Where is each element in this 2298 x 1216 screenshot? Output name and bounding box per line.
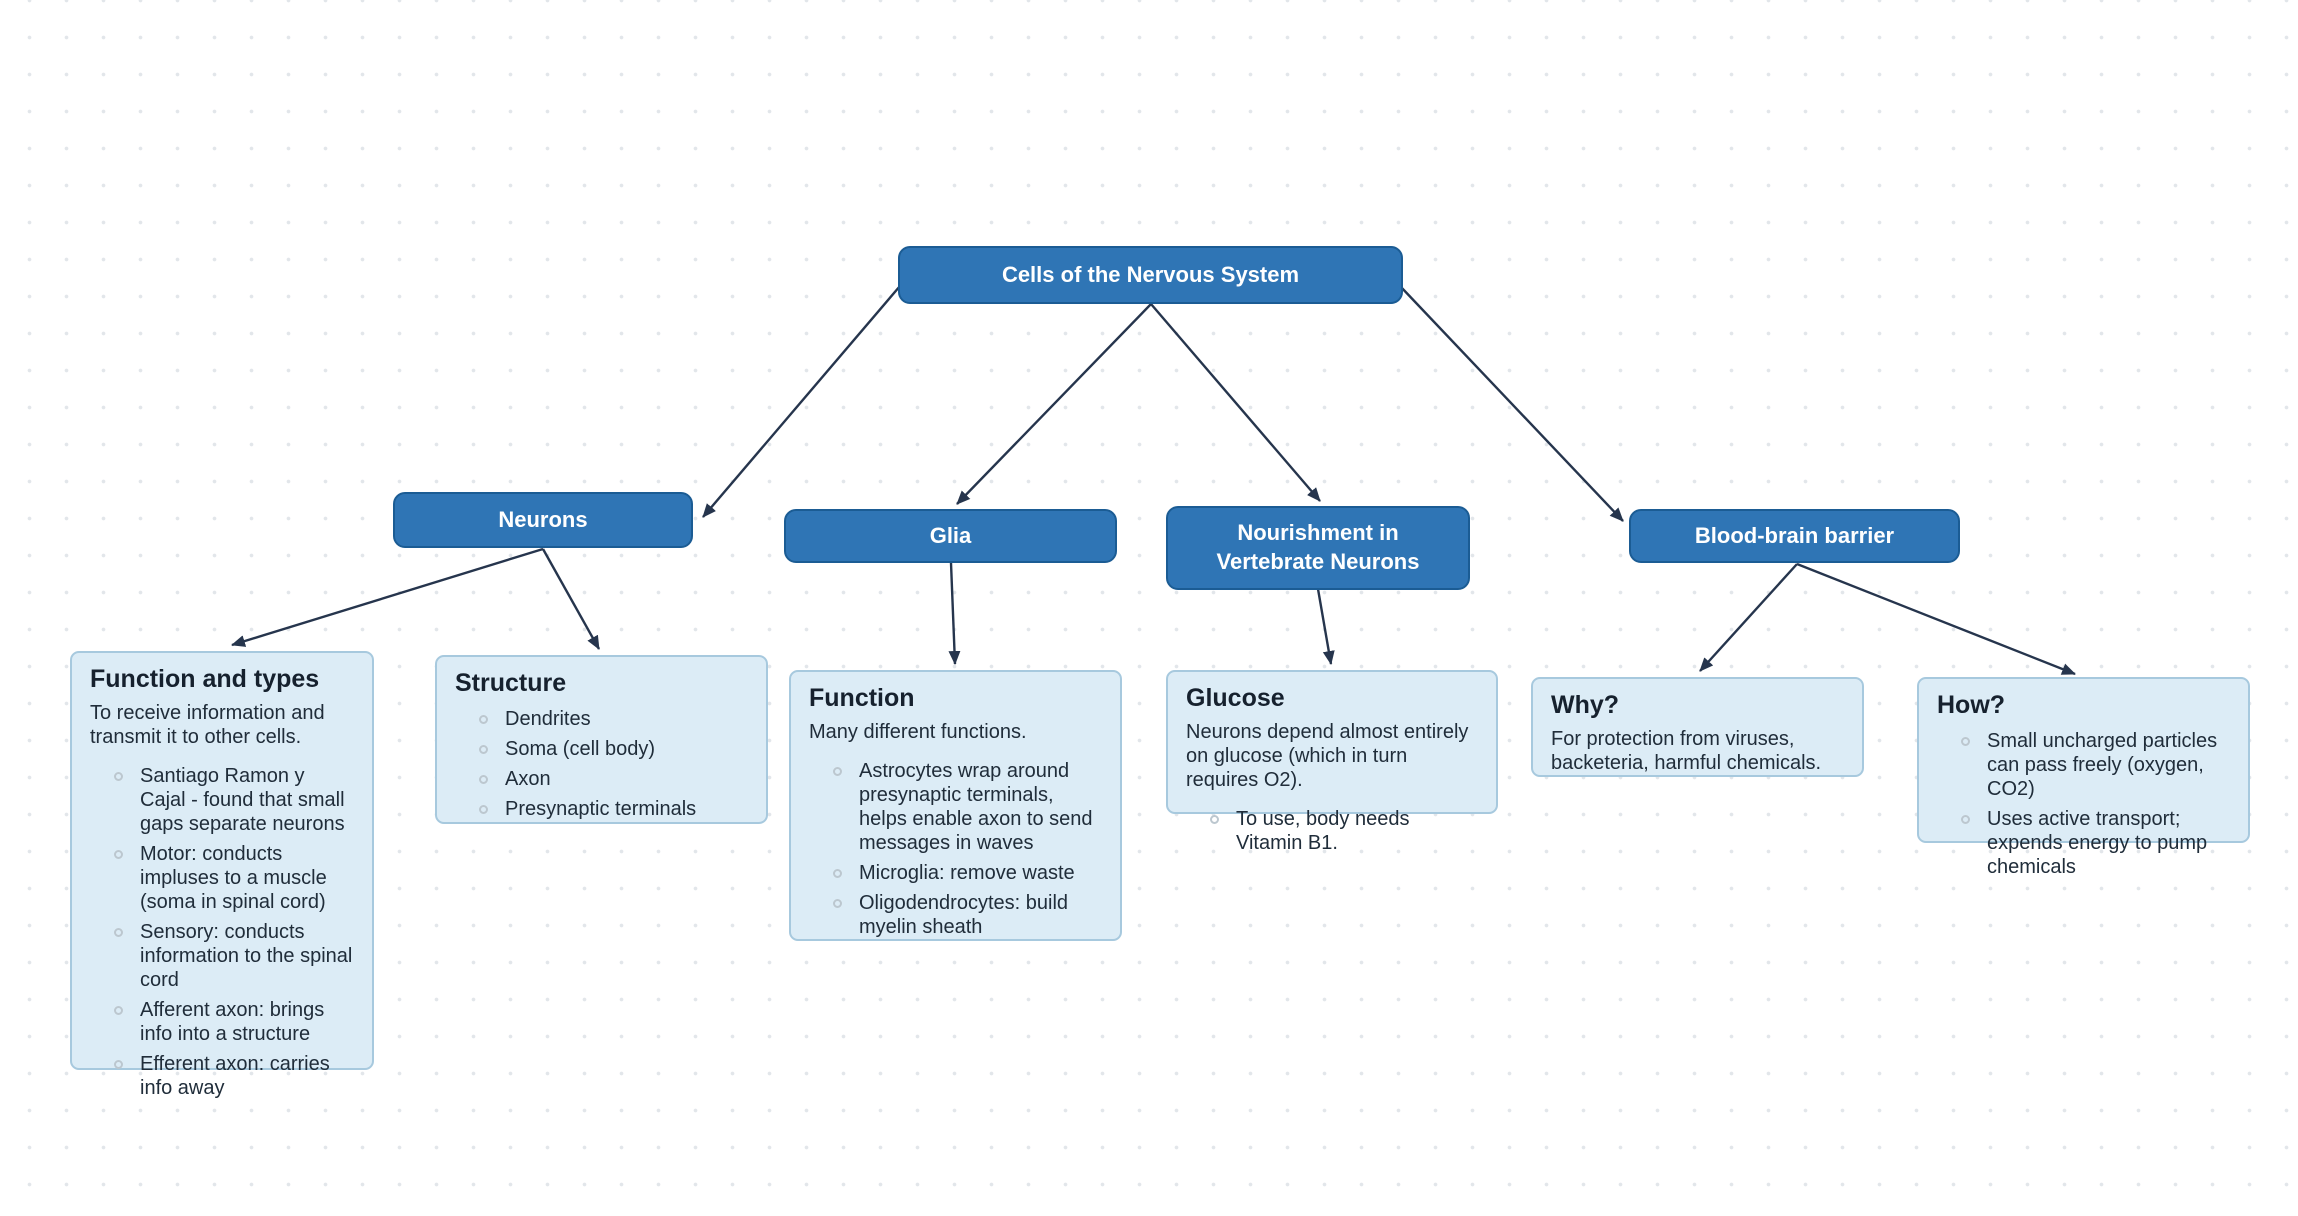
card-intro: For protection from viruses, backeteria,… xyxy=(1551,728,1822,774)
connector-root-nourishment xyxy=(1150,303,1321,502)
bullet-list: To use, body needs Vitamin B1. xyxy=(1186,807,1478,855)
bullet-icon xyxy=(833,767,842,776)
card-intro: Many different functions. xyxy=(809,721,1027,743)
bullet-list: Santiago Ramon y Cajal - found that smal… xyxy=(90,764,354,1100)
bullet-icon xyxy=(114,772,123,781)
card-intro: Neurons depend almost entirely on glucos… xyxy=(1186,721,1469,791)
connector-root-neurons xyxy=(702,285,901,518)
bullet-icon xyxy=(479,805,488,814)
connector-neurons-function-types xyxy=(231,547,544,647)
bullet-icon xyxy=(114,1060,123,1069)
bullet-icon xyxy=(114,850,123,859)
bullet-item: Oligodendrocytes: build myelin sheath xyxy=(809,891,1102,939)
node-label: Glia xyxy=(929,522,972,548)
card-glucose[interactable]: Glucose Neurons depend almost entirely o… xyxy=(1166,670,1498,854)
card-function-and-types[interactable]: Function and types To receive informatio… xyxy=(70,651,374,1099)
bullet-list: Astrocytes wrap around presynaptic termi… xyxy=(809,759,1102,939)
connector-bbb-how xyxy=(1796,562,2076,676)
node-nourishment-in-vertebrate-neurons[interactable]: Nourishment in Vertebrate Neurons xyxy=(1166,506,1470,590)
node-label: Nourishment in Vertebrate Neurons xyxy=(1216,520,1420,574)
card-structure[interactable]: Structure Dendrites Soma (cell body) Axo… xyxy=(435,655,768,824)
bullet-icon xyxy=(479,775,488,784)
bullet-item: Efferent axon: carries info away xyxy=(90,1052,354,1100)
card-title: Glucose xyxy=(1186,684,1285,712)
node-label: Cells of the Nervous System xyxy=(1001,261,1300,287)
bullet-list: Small uncharged particles can pass freel… xyxy=(1937,729,2230,879)
card-intro: To receive information and transmit it t… xyxy=(90,702,325,748)
bullet-icon xyxy=(1961,815,1970,824)
card-title: Function and types xyxy=(90,665,320,693)
bullet-item: To use, body needs Vitamin B1. xyxy=(1186,807,1478,855)
bullet-item: Sensory: conducts information to the spi… xyxy=(90,920,354,992)
bullet-item: Axon xyxy=(455,767,748,791)
node-blood-brain-barrier[interactable]: Blood-brain barrier xyxy=(1629,509,1960,563)
connector-bbb-why xyxy=(1699,563,1798,672)
node-root-cells-of-nervous-system[interactable]: Cells of the Nervous System xyxy=(898,246,1403,304)
node-glia[interactable]: Glia xyxy=(784,509,1117,563)
card-title: Why? xyxy=(1551,691,1620,719)
node-neurons[interactable]: Neurons xyxy=(393,492,693,548)
bullet-item: Afferent axon: brings info into a struct… xyxy=(90,998,354,1046)
connector-neurons-structure xyxy=(541,548,601,650)
connector-root-bbb xyxy=(1399,285,1624,522)
bullet-item: Uses active transport; expends energy to… xyxy=(1937,807,2230,879)
bullet-item: Soma (cell body) xyxy=(455,737,748,761)
bullet-item: Presynaptic terminals xyxy=(455,797,748,821)
bullet-icon xyxy=(1961,737,1970,746)
card-title: How? xyxy=(1937,691,2006,719)
connector-root-glia xyxy=(956,303,1152,505)
bullet-icon xyxy=(114,928,123,937)
card-title: Function xyxy=(809,684,915,712)
bullet-item: Motor: conducts impluses to a muscle (so… xyxy=(90,842,354,914)
bullet-item: Santiago Ramon y Cajal - found that smal… xyxy=(90,764,354,836)
bullet-icon xyxy=(479,715,488,724)
bullet-item: Astrocytes wrap around presynaptic termi… xyxy=(809,759,1102,855)
bullet-list: Dendrites Soma (cell body) Axon Presynap… xyxy=(455,707,748,821)
bullet-icon xyxy=(833,899,842,908)
connector-nourishment-glucose xyxy=(1316,588,1335,665)
bullet-icon xyxy=(1210,815,1219,824)
card-glia-function[interactable]: Function Many different functions. Astro… xyxy=(789,670,1122,941)
bullet-icon xyxy=(833,869,842,878)
node-label: Neurons xyxy=(498,506,588,532)
card-title: Structure xyxy=(455,669,567,697)
bullet-item: Microglia: remove waste xyxy=(809,861,1102,885)
bullet-icon xyxy=(114,1006,123,1015)
bullet-item: Dendrites xyxy=(455,707,748,731)
bullet-item: Small uncharged particles can pass freel… xyxy=(1937,729,2230,801)
bullet-icon xyxy=(479,745,488,754)
connector-glia-function xyxy=(948,562,961,665)
card-why[interactable]: Why? For protection from viruses, backet… xyxy=(1531,677,1864,777)
node-label: Blood-brain barrier xyxy=(1694,522,1895,548)
card-how[interactable]: How? Small uncharged particles can pass … xyxy=(1917,677,2250,878)
